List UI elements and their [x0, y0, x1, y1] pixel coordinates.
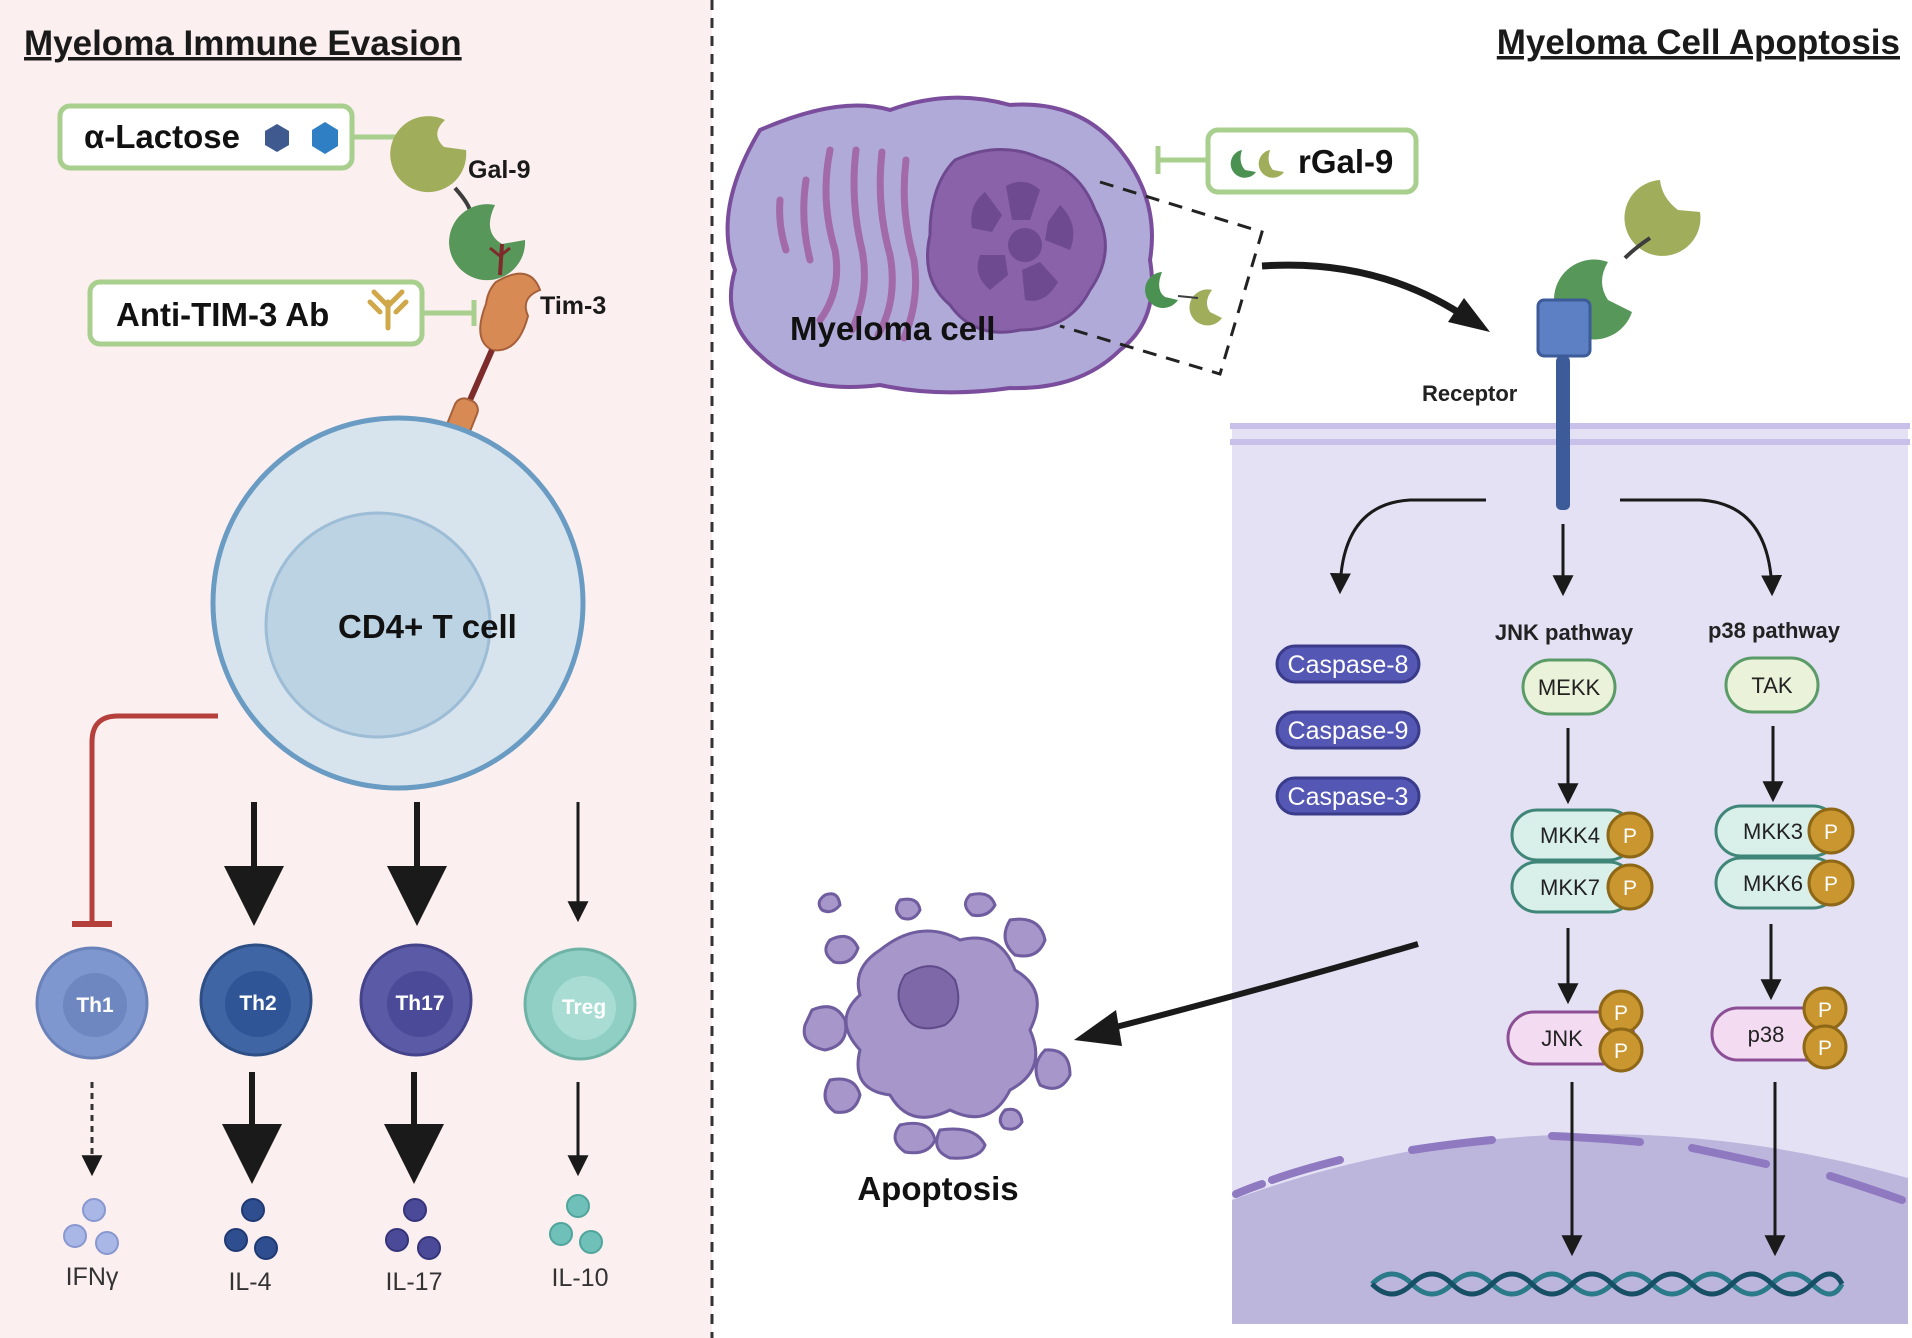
treg-cell: Treg [523, 947, 637, 1061]
arrow-to-p38-pathway [1620, 498, 1783, 597]
alpha-lactose-label: α-Lactose [84, 118, 240, 155]
gal9-crd-icon [449, 204, 526, 281]
rgal9-icon [1258, 150, 1284, 178]
phospho-icon [1598, 1027, 1644, 1073]
caspase-8-badge: Caspase-8 [1275, 644, 1421, 684]
phospho-label: P [1623, 825, 1637, 848]
arrow-to-caspases [1329, 498, 1486, 595]
phospho-icon [1807, 807, 1855, 855]
jnk-pathway-title: JNK pathway [1495, 620, 1634, 645]
p38-node: p38 P P [1710, 986, 1848, 1070]
rgal9-box: rGal-9 [1155, 127, 1419, 195]
phospho-icon [1606, 863, 1654, 911]
tak-label: TAK [1751, 673, 1792, 698]
nuclear-envelope-icon [1232, 1132, 1906, 1204]
arrow-to-receptor-head [1448, 298, 1490, 332]
th1-inhibition-line [89, 713, 218, 924]
caspase-3-label: Caspase-3 [1288, 783, 1409, 811]
cd4-t-cell [210, 415, 586, 791]
gal9-crd-icon [390, 116, 467, 193]
mekk-node: MEKK [1521, 658, 1617, 716]
tim3-igv-domain-icon [479, 272, 542, 352]
arrow-to-apoptosis [1111, 941, 1419, 1031]
apoptotic-nucleus-icon [897, 965, 960, 1030]
il10-molecules-icon [549, 1194, 603, 1254]
alpha-lactose-inhibitor: α-Lactose [57, 103, 411, 171]
phospho-label: P [1824, 873, 1838, 896]
right-panel-title: Myeloma Cell Apoptosis [1497, 23, 1900, 62]
endoplasmic-reticulum-icon [776, 146, 920, 342]
left-panel-title: Myeloma Immune Evasion [24, 24, 462, 63]
ifng-label: IFNγ [66, 1263, 119, 1291]
phospho-icon [1606, 811, 1654, 859]
th1-label: Th1 [76, 994, 114, 1017]
lactose-hexagon-icon [312, 122, 338, 154]
mkk3-label: MKK3 [1743, 819, 1803, 844]
myeloma-cell [725, 95, 1154, 395]
jnk-label: JNK [1541, 1026, 1583, 1051]
mkk3-node: MKK3 P [1714, 804, 1855, 858]
gal9-label: Gal-9 [468, 156, 531, 184]
mkk7-node: MKK7 P [1510, 860, 1654, 914]
caspase-8-label: Caspase-8 [1288, 651, 1409, 679]
phospho-label: P [1614, 1002, 1628, 1025]
mkk4-label: MKK4 [1540, 823, 1600, 848]
cd4-label: CD4+ T cell [338, 608, 517, 645]
mkk6-label: MKK6 [1743, 871, 1803, 896]
mkk4-node: MKK4 P [1510, 808, 1654, 862]
mkk6-node: MKK6 P [1714, 856, 1855, 910]
il10-label: IL-10 [552, 1264, 609, 1292]
p38-label: p38 [1748, 1022, 1785, 1047]
antibody-icon [367, 289, 409, 331]
zoom-dashed-box [1059, 180, 1264, 376]
th17-label: Th17 [395, 992, 444, 1015]
il4-label: IL-4 [228, 1268, 271, 1296]
phospho-label: P [1818, 1037, 1832, 1060]
rgal9-icon [1230, 150, 1256, 178]
phospho-label: P [1614, 1040, 1628, 1063]
gal9-molecule [390, 116, 526, 281]
mekk-label: MEKK [1538, 675, 1601, 700]
th2-cell: Th2 [199, 943, 313, 1057]
phospho-label: P [1623, 877, 1637, 900]
caspase-3-badge: Caspase-3 [1275, 776, 1421, 816]
dna-icon [1370, 1271, 1845, 1297]
anti-tim3-label: Anti-TIM-3 Ab [116, 296, 329, 333]
cd4-nucleus [264, 511, 492, 739]
caspase-9-badge: Caspase-9 [1275, 710, 1421, 750]
arrow-to-apoptosis-head [1074, 1010, 1122, 1046]
phospho-icon [1802, 1024, 1848, 1070]
caspase-9-label: Caspase-9 [1288, 717, 1409, 745]
mkk7-label: MKK7 [1540, 875, 1600, 900]
receptor-ectodomain [1536, 298, 1592, 358]
il4-molecules-icon [224, 1198, 278, 1260]
treg-label: Treg [562, 996, 606, 1019]
anti-tim3-inhibitor: Anti-TIM-3 Ab [87, 279, 477, 347]
chromatin-icon [971, 181, 1074, 301]
arrow-to-receptor [1261, 261, 1472, 323]
th17-cell: Th17 [359, 943, 473, 1057]
il17-label: IL-17 [386, 1268, 443, 1296]
rgal9-label: rGal-9 [1298, 143, 1393, 180]
rgal9-bound-icon [1145, 272, 1222, 326]
phospho-icon [1807, 859, 1855, 907]
tim3-label: Tim-3 [540, 292, 606, 320]
ifng-molecules-icon [63, 1198, 119, 1255]
lactose-hexagon-icon [265, 124, 289, 152]
th2-label: Th2 [239, 992, 276, 1015]
phospho-label: P [1818, 999, 1832, 1022]
myeloma-cell-label: Myeloma cell [790, 310, 995, 347]
p38-pathway-title: p38 pathway [1708, 618, 1841, 643]
receptor-label: Receptor [1422, 381, 1518, 406]
il17-molecules-icon [385, 1198, 441, 1260]
tak-node: TAK [1724, 656, 1820, 714]
th1-cell: Th1 [35, 946, 149, 1060]
receptor-stalk [1556, 356, 1570, 510]
jnk-node: JNK P P [1506, 989, 1644, 1073]
phospho-label: P [1824, 821, 1838, 844]
apoptosis-label: Apoptosis [857, 1170, 1018, 1207]
